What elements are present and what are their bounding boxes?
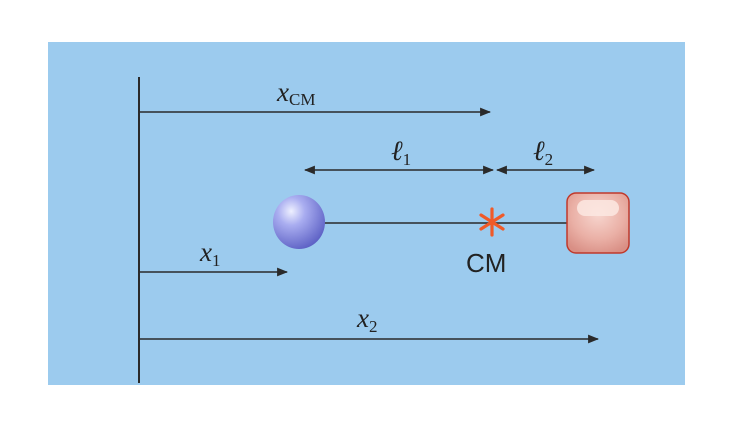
l1-label: ℓ1 <box>391 136 411 169</box>
l2-label: ℓ2 <box>533 136 553 169</box>
x2-label: x2 <box>356 303 377 336</box>
sphere-mass-1 <box>273 195 325 249</box>
asterisk-icon <box>479 207 505 237</box>
cm-label: CM <box>466 248 506 278</box>
block-highlight <box>577 200 619 216</box>
x1-label: x1 <box>199 237 220 270</box>
x-cm-label: xCM <box>276 77 315 109</box>
